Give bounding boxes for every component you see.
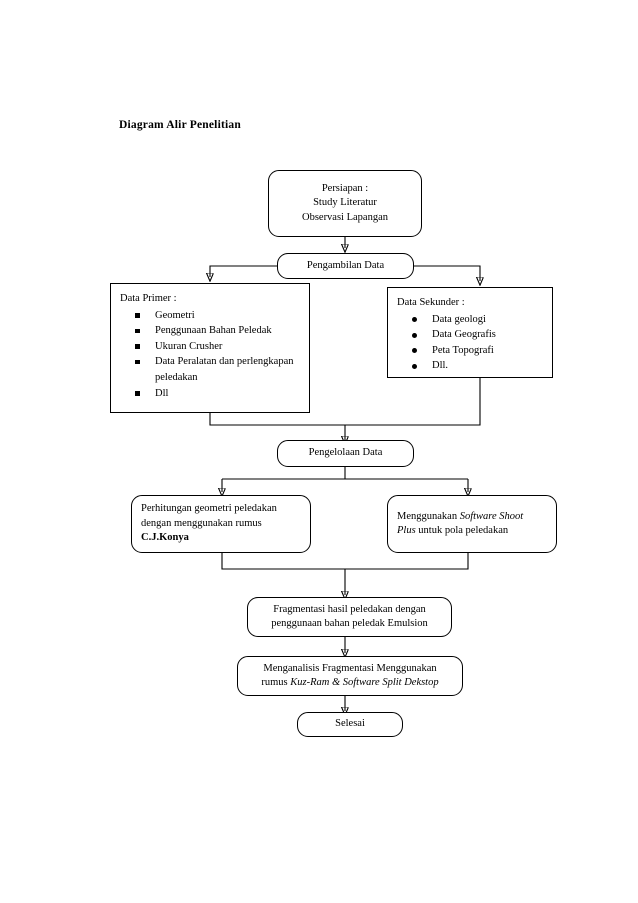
node-pengambilan-data[interactable]: Pengambilan Data (277, 253, 414, 279)
node-menganalisis-line-2: rumus Kuz-Ram & Software Split Dekstop (261, 676, 438, 691)
bullet-square-icon (135, 313, 140, 318)
text-plain: rumus (261, 677, 291, 688)
node-perhitungan-konya-formula: C.J.Konya (141, 532, 189, 544)
node-persiapan[interactable]: Persiapan : Study Literatur Observasi La… (268, 170, 422, 237)
bullet-square-icon (135, 391, 140, 396)
node-pengelolaan-data[interactable]: Pengelolaan Data (277, 440, 414, 467)
node-data-sekunder[interactable]: Data Sekunder : Data geologi Data Geogra… (387, 287, 553, 378)
node-perhitungan-konya[interactable]: Perhitungan geometri peledakan dengan me… (131, 495, 311, 553)
list-item: Geometri (134, 308, 303, 324)
node-software-shoot-plus-line-2: Plus untuk pola peledakan (397, 524, 508, 539)
list-item-label: Dll (155, 387, 169, 399)
list-item: Ukuran Crusher (134, 339, 303, 355)
bullet-disc-icon (412, 348, 417, 354)
page-title: Diagram Alir Penelitian (119, 119, 241, 131)
edge-pengambilan-to-data-sekunder (414, 265, 480, 281)
list-item: Penggunaan Bahan Peledak (134, 323, 303, 339)
node-pengelolaan-data-label: Pengelolaan Data (308, 447, 383, 459)
node-data-primer-heading: Data Primer : (120, 293, 177, 304)
node-data-primer[interactable]: Data Primer : Geometri Penggunaan Bahan … (110, 283, 310, 413)
list-item-label: Geometri (155, 309, 195, 321)
list-item: Data Peralatan dan perlengkapan peledaka… (134, 354, 303, 385)
list-item: Dll. (411, 358, 546, 374)
text-italic: Software Shoot (459, 510, 524, 522)
list-item-label: Data Geografis (432, 329, 496, 341)
node-software-shoot-plus[interactable]: Menggunakan Software Shoot Plus untuk po… (387, 495, 557, 553)
node-perhitungan-konya-line-1: Perhitungan geometri peledakan (141, 503, 277, 515)
text-plain: Menggunakan (397, 510, 460, 522)
node-fragmentasi-line-2: penggunaan bahan peledak Emulsion (271, 618, 428, 629)
list-item-label: Dll. (432, 360, 449, 372)
edge-pengambilan-to-data-primer (210, 265, 277, 277)
node-fragmentasi[interactable]: Fragmentasi hasil peledakan dengan pengg… (247, 597, 452, 637)
edge-process-merge-bar (221, 553, 469, 570)
list-item-label: Data geologi (432, 313, 486, 325)
node-selesai[interactable]: Selesai (297, 712, 403, 737)
text-italic: Kuz-Ram & Software Split Dekstop (290, 677, 439, 688)
node-persiapan-line-3: Observasi Lapangan (301, 211, 388, 223)
node-persiapan-line-1: Persiapan : (321, 182, 369, 194)
node-data-sekunder-heading: Data Sekunder : (397, 297, 465, 308)
list-item: Data geologi (411, 312, 546, 328)
node-persiapan-line-2: Study Literatur (313, 197, 377, 209)
bullet-disc-icon (412, 363, 417, 369)
list-item-label: Peta Topografi (432, 344, 494, 356)
bullet-square-icon (135, 359, 140, 365)
list-item: Data Geografis (411, 327, 546, 343)
data-primer-list: Geometri Penggunaan Bahan Peledak Ukuran… (120, 308, 303, 402)
list-item-label: Data Peralatan dan perlengkapan peledaka… (155, 356, 294, 383)
node-menganalisis-line-1: Menganalisis Fragmentasi Menggunakan (263, 662, 437, 674)
node-menganalisis[interactable]: Menganalisis Fragmentasi Menggunakan rum… (237, 656, 463, 696)
list-item: Peta Topografi (411, 343, 546, 359)
bullet-square-icon (135, 328, 140, 334)
node-fragmentasi-line-1: Fragmentasi hasil peledakan dengan (273, 603, 426, 615)
node-selesai-label: Selesai (335, 718, 365, 730)
node-pengambilan-data-label: Pengambilan Data (306, 259, 385, 271)
text-plain: untuk pola peledakan (415, 525, 509, 536)
list-item-label: Penggunaan Bahan Peledak (155, 325, 272, 337)
text-italic: Plus (397, 525, 416, 536)
node-software-shoot-plus-line-1: Menggunakan Software Shoot (397, 510, 523, 525)
bullet-disc-icon (412, 317, 417, 323)
list-item: Dll (134, 386, 303, 402)
list-item-label: Ukuran Crusher (155, 340, 223, 352)
bullet-square-icon (135, 344, 140, 349)
node-perhitungan-konya-line-2: dengan menggunakan rumus (141, 517, 262, 529)
bullet-disc-icon (412, 332, 417, 338)
data-sekunder-list: Data geologi Data Geografis Peta Topogra… (397, 312, 546, 374)
